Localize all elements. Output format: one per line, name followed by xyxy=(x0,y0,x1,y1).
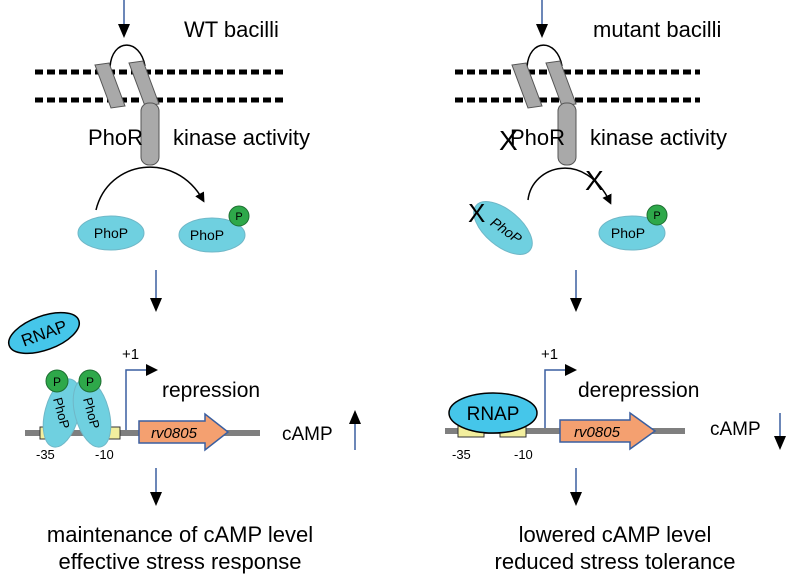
phor-kinase-domain-left xyxy=(140,102,160,166)
gene-label-left: rv0805 xyxy=(151,425,198,442)
phosphate-label-right: P xyxy=(653,210,660,222)
phor-helix-2-left xyxy=(128,60,160,107)
phor-label-right: PhoR xyxy=(510,125,565,150)
phop-ellipse-left xyxy=(77,215,145,251)
phosphotransfer-curve-right xyxy=(527,167,612,205)
signal-arrowhead-left xyxy=(118,24,130,38)
minus10-left: -10 xyxy=(95,447,114,462)
minus10-right: -10 xyxy=(514,447,533,462)
phor-helix-1-right xyxy=(511,62,543,109)
phosphate-dimer-a-label-left: P xyxy=(53,375,61,389)
tss-arrowhead-left xyxy=(146,364,158,376)
right-title: mutant bacilli xyxy=(593,17,721,42)
left-title: WT bacilli xyxy=(184,17,279,42)
tss-arrowhead-right xyxy=(565,364,577,376)
phop-p-ellipse-right xyxy=(598,215,666,251)
phor-helix-1-left xyxy=(94,62,126,109)
phosphate-dimer-b-label-left: P xyxy=(86,375,94,389)
minus35-right: -35 xyxy=(452,447,471,462)
minus35-left: -35 xyxy=(36,447,55,462)
transfer-cross-right: X xyxy=(585,165,604,196)
signal-arrowhead-right xyxy=(536,24,548,38)
phop-p-ellipse-left xyxy=(178,217,246,253)
gene-label-right: rv0805 xyxy=(574,424,621,441)
flow-arrowhead-mid-right xyxy=(570,298,582,312)
phop-p-label-right: PhoP xyxy=(611,225,645,241)
gene-arrow-right xyxy=(559,411,657,451)
phor-cross-right: X xyxy=(499,125,518,156)
kinase-label-left: kinase activity xyxy=(173,125,310,150)
phosphate-dimer-a-left xyxy=(45,369,69,393)
rnap-ellipse-left xyxy=(7,311,81,355)
tss-arrow-left xyxy=(125,369,148,430)
phop-cross-right: X xyxy=(468,198,485,228)
phor-loop-left xyxy=(109,44,146,68)
camp-label-left: cAMP xyxy=(282,424,333,445)
regulation-label-right: derepression xyxy=(578,379,699,402)
camp-up-arrowhead xyxy=(349,410,361,424)
kinase-label-right: kinase activity xyxy=(590,125,727,150)
outcome-line2-right: reduced stress tolerance xyxy=(495,549,736,574)
flow-arrowhead-mid-left xyxy=(150,298,162,312)
phor-kinase-domain-right xyxy=(557,102,577,166)
flow-arrowhead-bottom-right xyxy=(570,492,582,506)
phop-label-left: PhoP xyxy=(94,225,128,241)
phosphate-badge-right xyxy=(646,204,668,226)
rnap-label-right: RNAP xyxy=(467,404,520,425)
phop-ellipse-right xyxy=(473,201,533,255)
phosphate-dimer-b-left xyxy=(78,369,102,393)
phor-helix-2-right xyxy=(545,60,577,107)
tss-arrow-right xyxy=(544,369,567,428)
phor-loop-right xyxy=(526,44,563,68)
rnap-ellipse-right xyxy=(448,392,538,434)
plus-one-right: +1 xyxy=(541,346,558,363)
flow-arrowhead-bottom-left xyxy=(150,492,162,506)
outcome-line1-left: maintenance of cAMP level xyxy=(47,522,313,547)
camp-down-arrowhead xyxy=(774,436,786,450)
outcome-line2-left: effective stress response xyxy=(59,549,302,574)
plus-one-left: +1 xyxy=(122,346,139,363)
right-panel: mutant bacilli X PhoR kinase activity X … xyxy=(445,0,786,574)
phosphate-label-left: P xyxy=(235,211,242,223)
left-panel: WT bacilli PhoR kinase activity PhoP Pho… xyxy=(7,0,361,574)
phop-p-label-left: PhoP xyxy=(190,227,224,243)
phosphate-badge-left xyxy=(228,205,250,227)
phosphotransfer-curve-left xyxy=(95,166,205,211)
camp-label-right: cAMP xyxy=(710,419,761,440)
phor-label-left: PhoR xyxy=(88,125,143,150)
regulation-label-left: repression xyxy=(162,379,260,402)
gene-arrow-left xyxy=(138,412,230,452)
outcome-line1-right: lowered cAMP level xyxy=(519,522,712,547)
